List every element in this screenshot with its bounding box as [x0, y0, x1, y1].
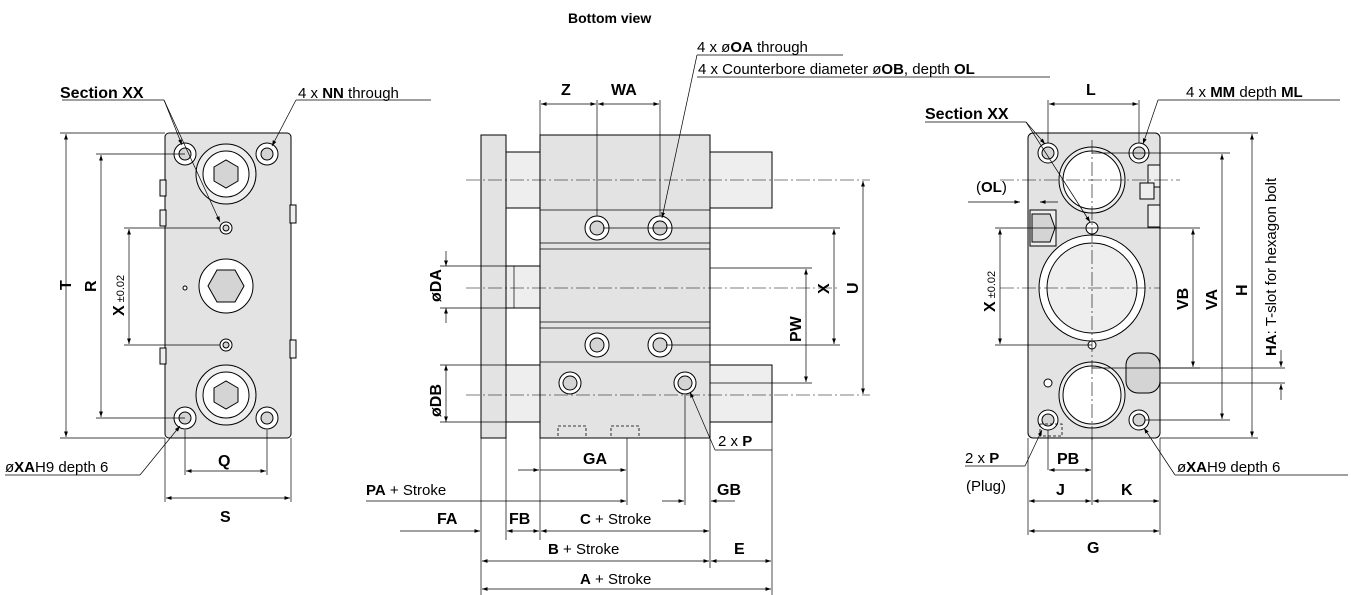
small-hole: [1043, 378, 1053, 388]
section-xx-label: Section XX: [925, 106, 1009, 123]
ob-counterbore-note: 4 x Counterbore diameter øOB, depth OL: [698, 61, 975, 78]
dim-VA-label: VA: [1204, 289, 1221, 310]
dim-B-label: B + Stroke: [548, 541, 619, 558]
section-leader-1: [163, 99, 221, 223]
plug-leader: [1024, 429, 1043, 467]
right-side-tab: [289, 339, 297, 359]
corner-hole-inner: [260, 411, 274, 425]
pin-hole-inner: [222, 224, 230, 232]
ol-note: (OL): [976, 179, 1007, 196]
xa-h9-note: øXAH9 depth 6: [1177, 459, 1280, 476]
dim-DB-label: øDB: [428, 384, 445, 417]
ha-tslot-note: HA: T-slot for hexagon bolt: [1263, 177, 1280, 356]
p-port-note: 2 x P: [718, 433, 752, 450]
edge-notch: [1147, 204, 1161, 228]
through-hole: [589, 220, 605, 236]
small-mark: [182, 285, 188, 291]
dim-Q-label: Q: [218, 453, 230, 470]
dim-X-label: X: [816, 283, 833, 294]
xa-leader: [1143, 427, 1176, 476]
dim-Z-label: Z: [561, 82, 571, 99]
dim-FA-label: FA: [437, 511, 458, 528]
p-plug-note: 2 x P: [965, 450, 999, 467]
bottom-view-title: Bottom view: [568, 10, 651, 26]
dim-PW-label: PW: [788, 315, 805, 342]
left-side-tab: [159, 209, 167, 227]
nn-leader: [271, 99, 297, 147]
right-side-tab: [289, 204, 297, 224]
dim-C-label: C + Stroke: [580, 511, 651, 528]
dim-A-label: A + Stroke: [580, 571, 651, 588]
xa-h9-note: øXAH9 depth 6: [5, 459, 108, 476]
dim-S-label: S: [220, 509, 231, 526]
hex-bolt-bottom: [213, 380, 239, 410]
mm-hole-inner: [1041, 146, 1055, 160]
dim-R-label: R: [83, 280, 100, 292]
left-end-view: Section XX 4 x NN through T R X±0.02 Q S…: [5, 85, 431, 526]
through-hole: [652, 337, 668, 353]
plug-label: (Plug): [966, 478, 1006, 495]
dim-X-label: X±0.02: [982, 271, 999, 312]
guide-rod-left-bottom: [505, 364, 541, 423]
bottom-view: 4 x øOA through 4 x Counterbore diameter…: [366, 39, 1050, 595]
dim-H-label: H: [1234, 284, 1251, 296]
p-leader: [689, 391, 716, 451]
xa-leader: [139, 425, 181, 476]
port-p-inner: [677, 375, 693, 391]
oa-through-note: 4 x øOA through: [697, 39, 808, 56]
dim-K-label: K: [1121, 482, 1133, 499]
dim-U-label: U: [845, 282, 862, 294]
through-hole: [589, 337, 605, 353]
dim-PB-label: PB: [1057, 451, 1079, 468]
dim-GA-label: GA: [583, 451, 607, 468]
mm-leader: [1142, 99, 1159, 145]
dim-L-label: L: [1086, 82, 1096, 99]
xa-hole-inner: [1132, 413, 1146, 427]
corner-hole-inner: [260, 147, 274, 161]
nn-through-note: 4 x NN through: [298, 85, 399, 102]
piston-rod: [505, 265, 541, 309]
edge-notch: [1139, 182, 1155, 200]
dim-G-label: G: [1087, 540, 1099, 557]
dim-DA-label: øDA: [428, 269, 445, 302]
pin-hole-inner: [222, 341, 230, 349]
mm-depth-note: 4 x MM depth ML: [1186, 84, 1303, 101]
dim-X-label: X±0.02: [111, 275, 128, 316]
xa-hole-inner: [1041, 413, 1055, 427]
section-leader-2: [1025, 121, 1046, 145]
section-leader-2: [163, 99, 183, 146]
left-side-tab: [159, 179, 167, 197]
dim-WA-label: WA: [611, 82, 637, 99]
right-end-view: L 4 x MM depth ML Section XX (OL) X±0.02…: [925, 82, 1348, 557]
dim-PA-label: PA + Stroke: [366, 482, 446, 499]
end-plate: [480, 134, 507, 439]
dim-E-label: E: [734, 541, 745, 558]
dim-GB-label: GB: [717, 482, 741, 499]
dim-VB-label: VB: [1175, 288, 1192, 310]
dim-J-label: J: [1056, 482, 1065, 499]
section-xx-label: Section XX: [60, 85, 144, 102]
t-slot: [1125, 352, 1161, 394]
left-side-tab: [159, 347, 167, 365]
dim-T-label: T: [58, 280, 75, 290]
oa-leader: [661, 54, 698, 219]
port-p-inner: [562, 375, 578, 391]
section-leader-1: [1025, 121, 1091, 223]
guide-rod-right-bottom: [708, 364, 773, 423]
hex-bolt-top: [213, 159, 239, 189]
dim-FB-label: FB: [509, 511, 530, 528]
hex-nut-center: [207, 269, 245, 303]
